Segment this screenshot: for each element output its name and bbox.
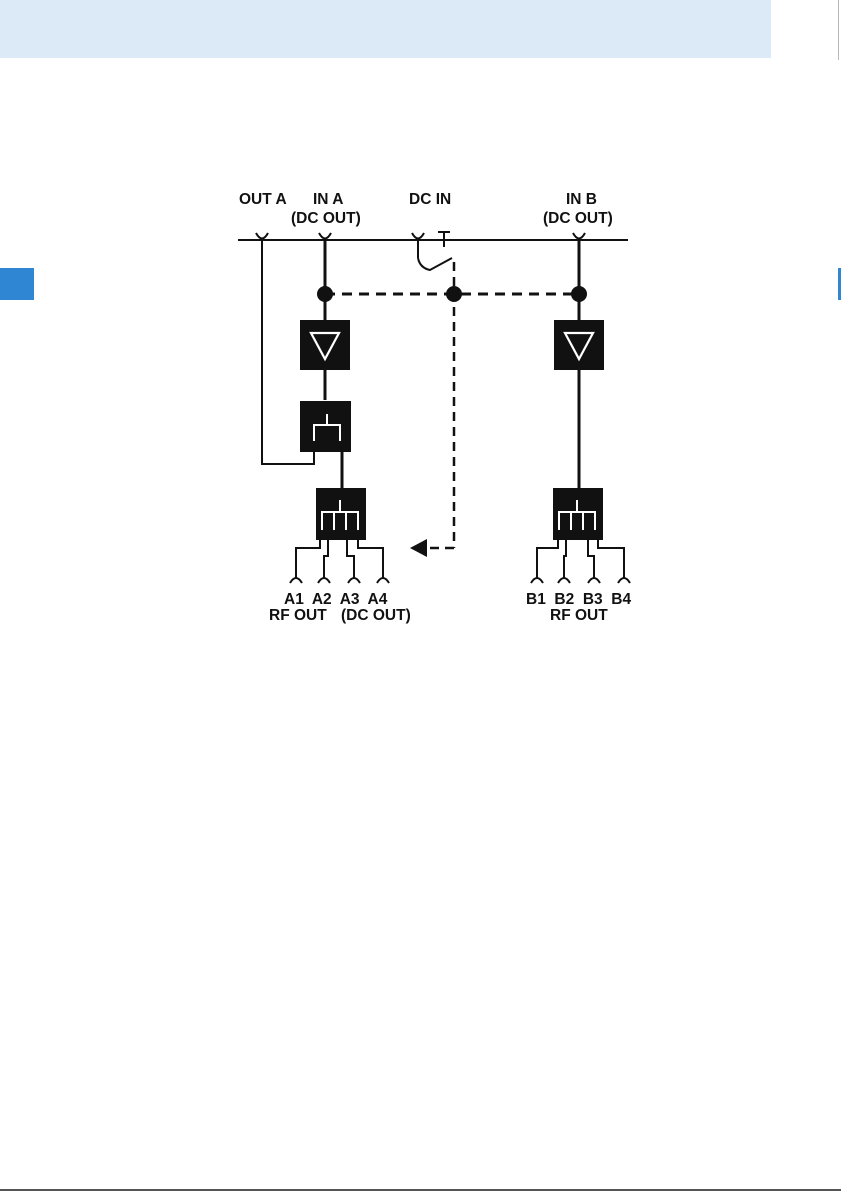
- splitter-2way-icon: [300, 401, 351, 452]
- label-in-a: IN A: [313, 191, 343, 208]
- label-out-a: OUT A: [239, 191, 287, 208]
- label-in-b-dc-out: (DC OUT): [543, 210, 613, 227]
- socket-in-b: [573, 233, 585, 239]
- socket-out-a: [256, 233, 268, 239]
- label-in-a-dc-out: (DC OUT): [291, 210, 361, 227]
- amplifier-a-icon: [300, 320, 350, 370]
- amplifier-b-icon: [554, 320, 604, 370]
- outputs-b-sockets: [531, 578, 630, 583]
- label-a-dc-out: (DC OUT): [341, 607, 411, 624]
- label-dc-in: DC IN: [409, 191, 451, 208]
- dc-switch: [418, 232, 452, 270]
- label-a-outputs: A1 A2 A3 A4: [284, 591, 388, 608]
- socket-dc-in: [412, 233, 424, 239]
- label-in-b: IN B: [566, 191, 597, 208]
- outputs-a-sockets: [290, 578, 389, 583]
- outputs-b-leads: [537, 540, 624, 578]
- splitter-4way-b-icon: [553, 488, 603, 540]
- label-b-rf-out: RF OUT: [550, 607, 608, 624]
- splitter-4way-a-icon: [316, 488, 366, 540]
- junction-dot-a: [317, 286, 333, 302]
- junction-dot-dc: [446, 286, 462, 302]
- dc-arrow-head: [410, 539, 427, 557]
- outputs-a-leads: [296, 540, 383, 578]
- label-a-rf-out: RF OUT: [269, 607, 327, 624]
- label-b-outputs: B1 B2 B3 B4: [526, 591, 631, 608]
- junction-dot-b: [571, 286, 587, 302]
- socket-in-a: [319, 233, 331, 239]
